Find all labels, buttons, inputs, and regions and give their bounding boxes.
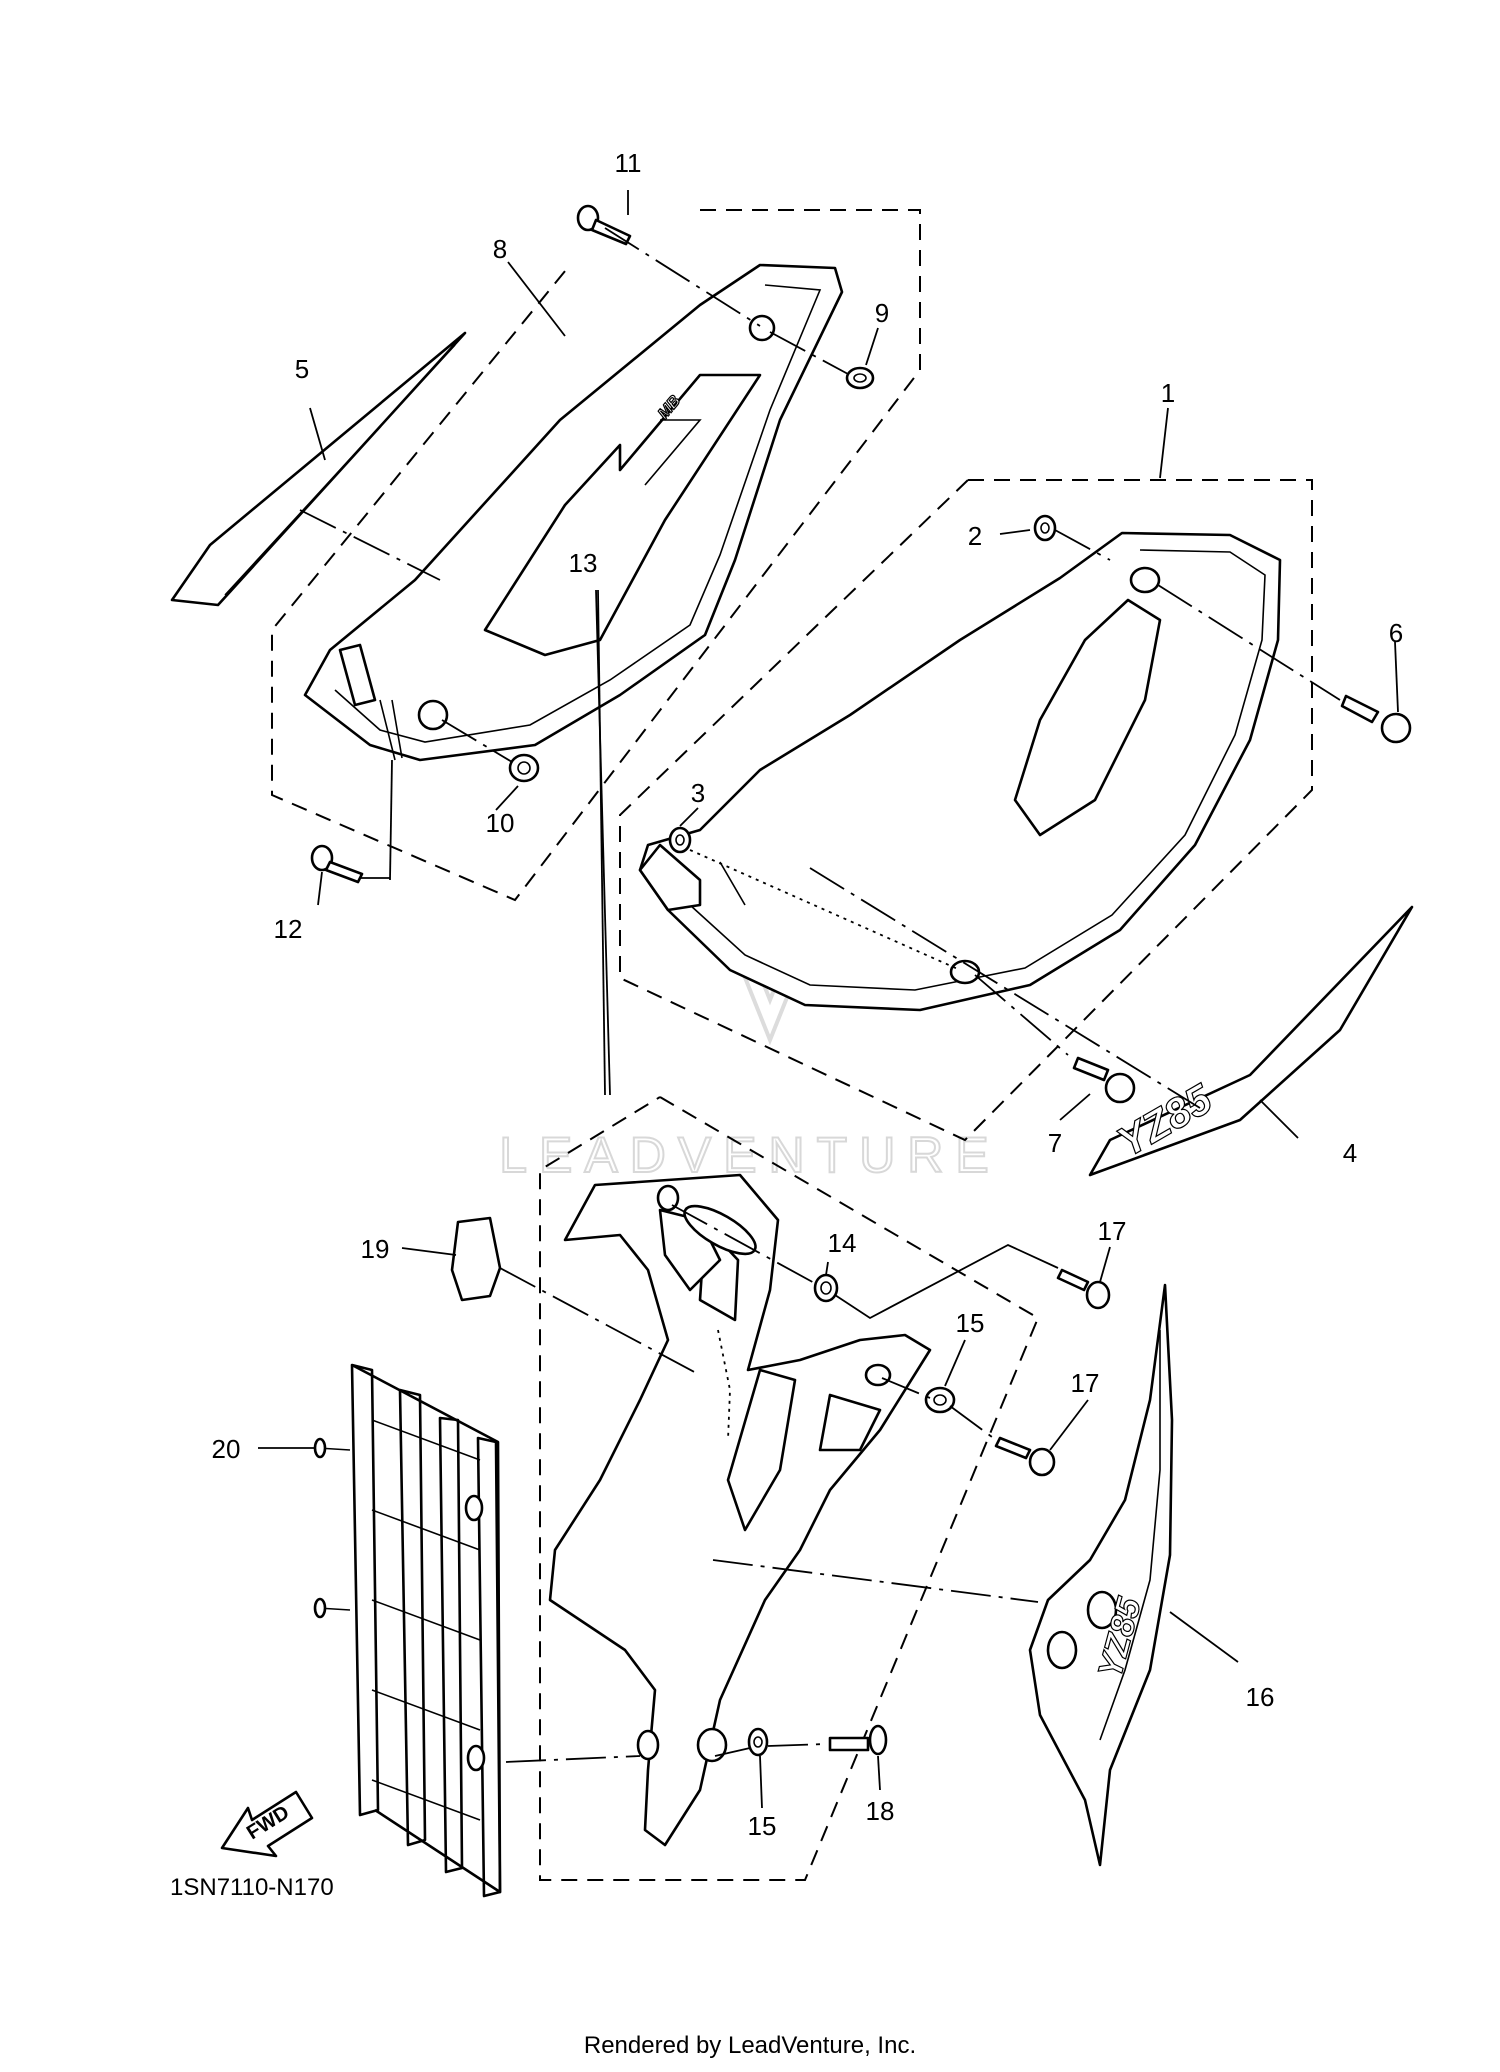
part-14-grommet[interactable]	[813, 1273, 839, 1303]
callout-4[interactable]: 4	[1343, 1138, 1357, 1168]
callout-2[interactable]: 2	[968, 521, 982, 551]
callout-20[interactable]: 20	[212, 1434, 241, 1464]
part-2-grommet[interactable]	[1033, 514, 1057, 542]
rendered-by-footer: Rendered by LeadVenture, Inc.	[584, 2032, 916, 2059]
callout-18[interactable]: 18	[866, 1796, 895, 1826]
callout-13[interactable]: 13	[569, 548, 598, 578]
part-5-decal[interactable]	[170, 331, 467, 607]
callout-labels: 11 8 9 5 1 2 6 3 10 12 13 7 4 19 14 17 1…	[212, 148, 1404, 1841]
part-16-decal[interactable]: YZ85	[1028, 1283, 1174, 1867]
part-3-grommet[interactable]	[668, 826, 692, 854]
part-15-grommet-lower[interactable]	[747, 1727, 769, 1757]
callout-10[interactable]: 10	[486, 808, 515, 838]
callout-9[interactable]: 9	[875, 298, 889, 328]
callout-12[interactable]: 12	[274, 914, 303, 944]
callout-16[interactable]: 16	[1246, 1682, 1275, 1712]
alignment-lines	[299, 227, 1341, 1763]
callout-5[interactable]: 5	[295, 354, 309, 384]
part-19-pad[interactable]	[450, 1216, 502, 1302]
part-8-side-cover[interactable]: MB	[303, 263, 844, 762]
callout-3[interactable]: 3	[691, 778, 705, 808]
part-1-side-cover[interactable]	[638, 531, 1282, 1012]
part-17-bolt-lower[interactable]	[994, 1436, 1056, 1477]
callout-7[interactable]: 7	[1048, 1128, 1062, 1158]
part-12-bolt[interactable]	[310, 844, 364, 884]
part-17-bolt-upper[interactable]	[1056, 1268, 1111, 1310]
group-13-dashed-box	[539, 1096, 1040, 1881]
callout-leaders	[258, 190, 1399, 1809]
callout-17-upper[interactable]: 17	[1098, 1216, 1127, 1246]
watermark: LEADVENTURE	[498, 914, 1001, 1184]
part-7-bolt[interactable]	[1072, 1056, 1136, 1104]
fwd-arrow-icon: FWD	[220, 1790, 314, 1858]
callout-6[interactable]: 6	[1389, 618, 1403, 648]
watermark-text: LEADVENTURE	[499, 1127, 1001, 1183]
group-1-dashed-box	[619, 479, 1313, 1142]
callout-11[interactable]: 11	[615, 148, 642, 178]
callout-19[interactable]: 19	[361, 1234, 390, 1264]
callout-17-lower[interactable]: 17	[1071, 1368, 1100, 1398]
callout-8[interactable]: 8	[493, 234, 507, 264]
callout-15-upper[interactable]: 15	[956, 1308, 985, 1338]
diagram-code: 1SN7110-N170	[170, 1874, 334, 1901]
part-18-bolt[interactable]	[828, 1724, 888, 1756]
part-9-washer[interactable]	[845, 366, 875, 390]
part-15-grommet-upper[interactable]	[924, 1386, 956, 1414]
callout-1[interactable]: 1	[1161, 378, 1175, 408]
part-6-bolt[interactable]	[1340, 694, 1412, 744]
louver-slats	[371, 1419, 481, 1821]
callout-15-lower[interactable]: 15	[748, 1811, 777, 1841]
part-20-louver[interactable]	[313, 1363, 502, 1898]
part-4-decal[interactable]: YZ85	[1088, 905, 1414, 1177]
callout-14[interactable]: 14	[828, 1228, 857, 1258]
group-8-dashed-box	[271, 209, 921, 902]
part-10-washer[interactable]	[508, 753, 540, 783]
